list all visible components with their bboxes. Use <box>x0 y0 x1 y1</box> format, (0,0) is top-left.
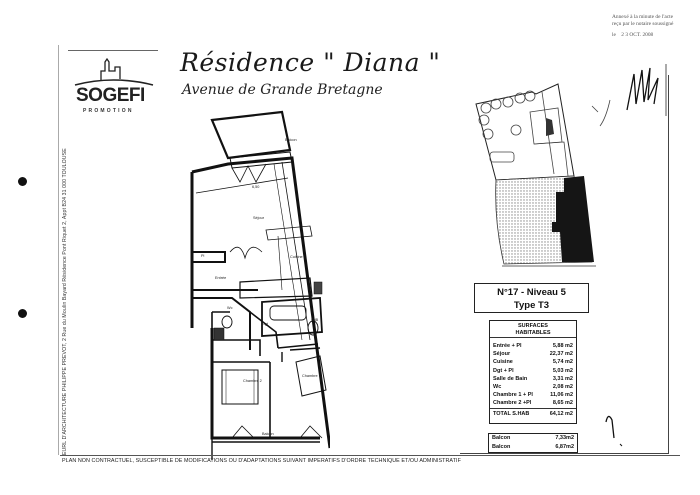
surface-label: Wc <box>493 384 502 391</box>
surface-total-label: TOTAL S.HAB <box>493 411 530 417</box>
surface-value: 11,06 m2 <box>550 392 573 399</box>
surface-row: Salle de Bain 3,31 m2 <box>490 375 576 383</box>
unit-number: N°17 - Niveau 5 <box>497 287 566 298</box>
surface-value: 2,08 m2 <box>552 384 573 391</box>
surface-label: Salle de Bain <box>493 375 528 382</box>
site-plan <box>475 83 611 267</box>
surface-row: Wc 2,08 m2 <box>490 383 576 391</box>
surface-total-row: TOTAL S.HAB 64,12 m2 <box>490 408 576 417</box>
surface-row: Cuisine 5,74 m2 <box>490 358 576 366</box>
surface-total-value: 64,12 m2 <box>549 411 573 417</box>
balcony-value: 6,87m2 <box>555 443 574 450</box>
binder-hole <box>18 309 27 318</box>
residence-address: Avenue de Grande Bretagne <box>182 82 383 98</box>
surface-value: 5,88 m2 <box>552 343 573 349</box>
surface-label: Chambre 1 + Pl <box>493 392 533 399</box>
plan-label-dgt: Dgt <box>262 322 268 326</box>
balcony-label: Balcon <box>492 443 511 450</box>
outer-wall-lower <box>210 328 320 440</box>
surface-row: Séjour 22,37 m2 <box>490 350 576 358</box>
disclaimer-text: PLAN NON CONTRACTUEL, SUSCEPTIBLE DE MOD… <box>62 458 461 464</box>
surfaces-heading-line: HABITABLES <box>515 330 551 336</box>
stamp-line: Annexé à la minute de l'acte <box>612 14 673 20</box>
left-frame-rule <box>58 45 59 455</box>
balcony-top-outline <box>210 110 292 160</box>
balcony-label: Balcon <box>492 435 511 441</box>
plan-label-entree: Entrée <box>215 276 227 280</box>
stamp-line: le <box>612 32 616 38</box>
surface-label: Dgt + Pl <box>493 367 514 374</box>
surface-label: Séjour <box>493 351 511 358</box>
bottom-rule <box>60 455 680 456</box>
surface-value: 5,74 m2 <box>552 359 573 366</box>
notary-stamp: Annexé à la minute de l'acte reçu par le… <box>612 14 673 39</box>
surface-row: Dgt + Pl 5,03 m2 <box>490 367 576 375</box>
architect-credit: EURL D'ARCHITECTURE PHILIPPE PREVOT, 2 R… <box>62 148 68 455</box>
surfaces-heading: SURFACES HABITABLES <box>490 321 576 338</box>
handwritten-mark-icon <box>605 415 623 447</box>
skyline-icon <box>74 57 154 86</box>
plan-label-chambre2: Chambre 2 <box>243 379 262 383</box>
plan-label-sejour: Séjour <box>253 216 264 220</box>
surface-value: 5,03 m2 <box>552 367 573 374</box>
stamp-date: 2 3 OCT. 2008 <box>621 32 654 38</box>
surface-row: Chambre 2 +Pl 8,65 m2 <box>490 399 576 407</box>
unit-type: Type T3 <box>513 300 550 311</box>
signature-icon <box>626 64 667 116</box>
window-band <box>229 151 293 169</box>
plan-label-balcon: Balcon <box>285 138 297 142</box>
binder-hole <box>18 177 27 186</box>
plan-label-pl: Pl <box>201 254 205 258</box>
surfaces-heading-line: SURFACES <box>518 323 548 329</box>
plan-label-sdb: SdB <box>311 318 319 322</box>
surface-label: Chambre 2 +Pl <box>493 400 532 407</box>
plan-label-balcon-bottom: Balcon <box>262 432 274 436</box>
balcony-row: Balcon 7,33m2 <box>489 434 577 443</box>
logo-name: SOGEFI <box>76 85 145 106</box>
surface-value: 8,65 m2 <box>552 400 573 407</box>
balcony-value: 7,33m2 <box>555 435 574 441</box>
site-plan-frame <box>460 75 669 454</box>
sogefi-logo: SOGEFI PROMOTION <box>68 50 158 117</box>
surface-row: Entrée + Pl 5,88 m2 <box>490 342 576 350</box>
surface-row: Chambre 1 + Pl 11,06 m2 <box>490 391 576 399</box>
surface-value: 22,37 m2 <box>549 351 573 358</box>
unit-info-box: N°17 - Niveau 5 Type T3 <box>474 283 589 313</box>
surface-label: Cuisine <box>493 359 513 366</box>
residence-title: Résidence " Diana " <box>180 48 441 77</box>
logo-tagline: PROMOTION <box>83 108 134 114</box>
plan-label-wc: Wc <box>227 306 233 310</box>
surface-label: Entrée + Pl <box>493 343 522 349</box>
surfaces-table: SURFACES HABITABLES Entrée + Pl 5,88 m2 S… <box>489 320 577 424</box>
surface-value: 3,31 m2 <box>552 375 573 382</box>
outer-wall-top <box>191 156 330 449</box>
stamp-line: reçu par le notaire soussigné <box>612 21 674 27</box>
balconies-table: Balcon 7,33m2 Balcon 6,87m2 <box>488 433 578 453</box>
plan-label-dimension: 6,50 <box>252 185 260 189</box>
plan-label-cuisine: Cuisine <box>290 255 303 259</box>
balcony-row: Balcon 6,87m2 <box>489 443 577 452</box>
floor-plan <box>190 110 330 460</box>
plan-label-chambre1: Chambre 1 <box>302 374 321 378</box>
